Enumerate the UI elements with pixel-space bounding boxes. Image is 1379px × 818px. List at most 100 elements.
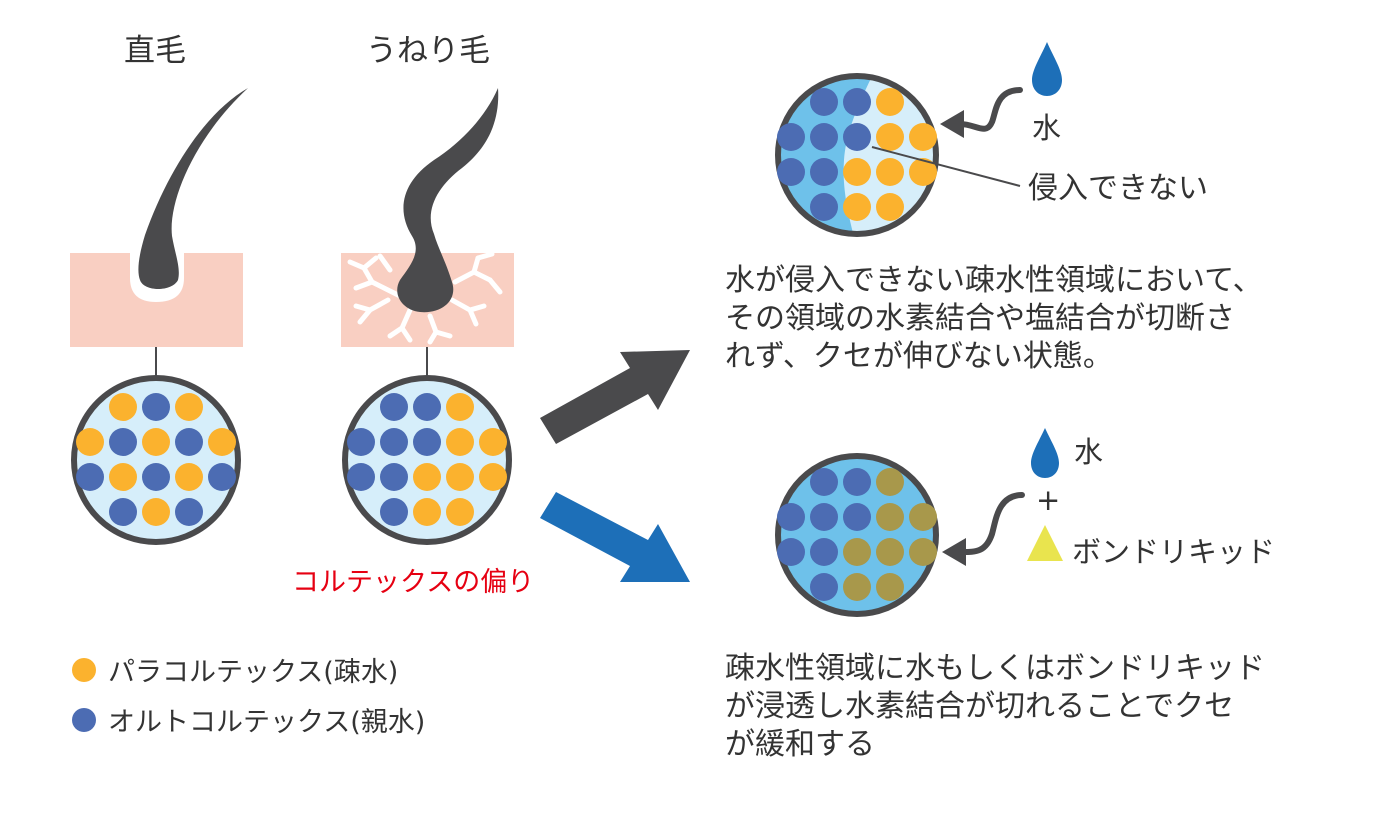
para-cortex-dot bbox=[413, 463, 441, 491]
para-cortex-dot bbox=[175, 393, 203, 421]
ortho-cortex-dot bbox=[777, 538, 805, 566]
ortho-cortex-dot bbox=[810, 158, 838, 186]
ortho-cortex-dot bbox=[777, 123, 805, 151]
ortho-cortex-dot bbox=[777, 158, 805, 186]
ortho-cortex-dot bbox=[810, 193, 838, 221]
para-cortex-dot bbox=[109, 393, 137, 421]
legend-para-dot bbox=[72, 657, 96, 682]
ortho-cortex-dot bbox=[109, 498, 137, 526]
bonded-cortex-dot bbox=[876, 468, 904, 496]
para-cortex-dot bbox=[876, 158, 904, 186]
description-penetrated-line-2: が浸透し水素結合が切れることでクセ bbox=[725, 689, 1235, 724]
para-cortex-dot bbox=[876, 123, 904, 151]
ortho-cortex-dot bbox=[810, 468, 838, 496]
para-cortex-dot bbox=[843, 193, 871, 221]
water-arrow-top-head bbox=[940, 110, 964, 138]
legend-ortho-text: オルトコルテックス(親水) bbox=[108, 707, 426, 738]
arrow-to-blocked bbox=[540, 350, 690, 444]
ortho-cortex-dot bbox=[175, 428, 203, 456]
bonded-cortex-dot bbox=[843, 573, 871, 601]
ortho-cortex-dot bbox=[208, 463, 236, 491]
para-cortex-dot bbox=[479, 428, 507, 456]
bonded-cortex-dot bbox=[843, 538, 871, 566]
ortho-cortex-dot bbox=[380, 428, 408, 456]
water-drop-icon-2 bbox=[1031, 428, 1059, 478]
bond-arrow-bottom bbox=[959, 492, 1025, 555]
label-bond-liquid: ボンドリキッド bbox=[1072, 535, 1276, 569]
callout-line-cannot-penetrate bbox=[871, 146, 1021, 187]
ortho-cortex-dot bbox=[142, 463, 170, 491]
para-cortex-dot bbox=[843, 158, 871, 186]
legend-ortho-dot bbox=[72, 707, 96, 732]
para-cortex-dot bbox=[479, 463, 507, 491]
ortho-cortex-dot bbox=[380, 463, 408, 491]
cortex-circle-water-penetrated bbox=[775, 453, 939, 617]
ortho-cortex-dot bbox=[175, 498, 203, 526]
water-drop-icon bbox=[1032, 42, 1062, 96]
description-penetrated-line-3: が緩和する bbox=[725, 727, 875, 762]
bond-arrow-bottom-head bbox=[942, 538, 966, 566]
para-cortex-dot bbox=[109, 463, 137, 491]
ortho-cortex-dot bbox=[810, 123, 838, 151]
label-cortex-bias: コルテックスの偏り bbox=[292, 567, 535, 598]
cortex-circle-water-blocked bbox=[775, 73, 939, 237]
para-cortex-dot bbox=[446, 463, 474, 491]
label-wavy-hair: うねり毛 bbox=[366, 33, 490, 69]
arrow-to-penetrated bbox=[540, 492, 690, 582]
ortho-cortex-dot bbox=[413, 393, 441, 421]
para-cortex-dot bbox=[76, 428, 104, 456]
cortex-circle-straight bbox=[71, 375, 241, 545]
ortho-cortex-dot bbox=[843, 468, 871, 496]
cortex-circle-wavy bbox=[342, 375, 512, 545]
ortho-cortex-dot bbox=[413, 428, 441, 456]
description-penetrated-line-1: 疎水性領域に水もしくはボンドリキッド bbox=[725, 651, 1265, 686]
para-cortex-dot bbox=[208, 428, 236, 456]
ortho-cortex-dot bbox=[380, 498, 408, 526]
ortho-cortex-dot bbox=[76, 463, 104, 491]
bonded-cortex-dot bbox=[876, 538, 904, 566]
description-blocked-line-1: 水が侵入できない疎水性領域において、 bbox=[725, 263, 1263, 298]
ortho-cortex-dot bbox=[777, 503, 805, 531]
wavy-hair-strand bbox=[397, 88, 499, 313]
para-cortex-dot bbox=[876, 88, 904, 116]
para-cortex-dot bbox=[142, 428, 170, 456]
ortho-cortex-dot bbox=[843, 503, 871, 531]
label-straight-hair: 直毛 bbox=[124, 33, 186, 69]
bond-liquid-triangle-icon bbox=[1027, 525, 1063, 561]
para-cortex-dot bbox=[909, 123, 937, 151]
legend-para-text: パラコルテックス(疎水) bbox=[108, 657, 399, 688]
para-cortex-dot bbox=[142, 498, 170, 526]
ortho-cortex-dot bbox=[380, 393, 408, 421]
water-arrow-top bbox=[957, 87, 1023, 132]
label-cannot-penetrate: 侵入できない bbox=[1028, 171, 1208, 206]
para-cortex-dot bbox=[909, 158, 937, 186]
bonded-cortex-dot bbox=[909, 538, 937, 566]
ortho-cortex-dot bbox=[109, 428, 137, 456]
ortho-cortex-dot bbox=[347, 428, 375, 456]
ortho-cortex-dot bbox=[843, 88, 871, 116]
ortho-cortex-dot bbox=[810, 538, 838, 566]
bonded-cortex-dot bbox=[876, 573, 904, 601]
ortho-cortex-dot bbox=[810, 88, 838, 116]
para-cortex-dot bbox=[413, 498, 441, 526]
legend-ortho: オルトコルテックス(親水) bbox=[72, 700, 425, 739]
bonded-cortex-dot bbox=[876, 503, 904, 531]
legend-para: パラコルテックス(疎水) bbox=[72, 650, 398, 689]
ortho-cortex-dot bbox=[843, 123, 871, 151]
para-cortex-dot bbox=[446, 498, 474, 526]
para-cortex-dot bbox=[876, 193, 904, 221]
bonded-cortex-dot bbox=[909, 503, 937, 531]
ortho-cortex-dot bbox=[142, 393, 170, 421]
ortho-cortex-dot bbox=[347, 463, 375, 491]
wavy-hair-roots bbox=[347, 251, 503, 345]
description-blocked: 水が侵入できない疎水性領域において、 その領域の水素結合や塩結合が切断さ れず、… bbox=[725, 262, 1263, 376]
label-plus: + bbox=[1036, 483, 1061, 517]
para-cortex-dot bbox=[446, 393, 474, 421]
ortho-cortex-dot bbox=[810, 503, 838, 531]
straight-hair-strand bbox=[138, 88, 248, 289]
para-cortex-dot bbox=[175, 463, 203, 491]
description-penetrated: 疎水性領域に水もしくはボンドリキッド が浸透し水素結合が切れることでクセ が緩和… bbox=[725, 650, 1265, 764]
label-water-top: 水 bbox=[1032, 111, 1062, 145]
para-cortex-dot bbox=[446, 428, 474, 456]
